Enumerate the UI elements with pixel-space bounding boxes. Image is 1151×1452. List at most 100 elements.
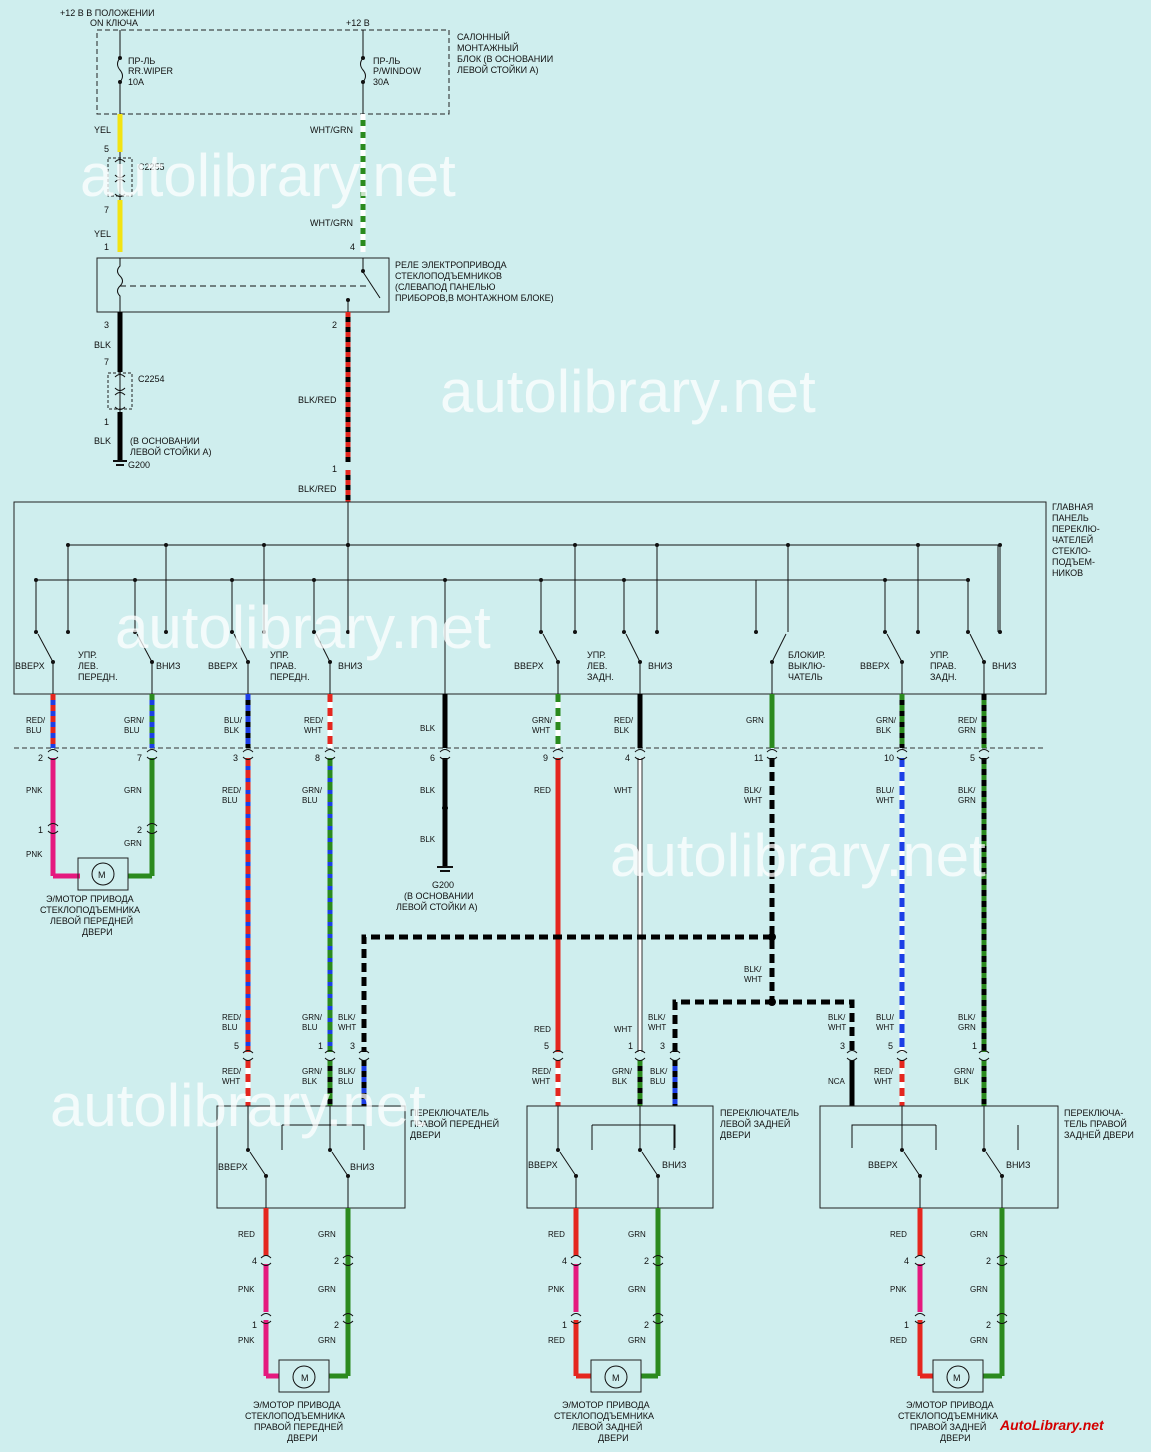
svg-text:BLU: BLU xyxy=(26,726,42,735)
svg-text:PNK: PNK xyxy=(890,1285,907,1294)
junction-dot xyxy=(966,578,970,582)
svg-text:3: 3 xyxy=(350,1041,355,1051)
svg-text:ВНИЗ: ВНИЗ xyxy=(338,661,362,671)
switch-terminal xyxy=(51,660,55,664)
door-switch-1 xyxy=(526,1105,714,1393)
svg-text:4: 4 xyxy=(904,1256,909,1266)
junction-dot xyxy=(539,578,543,582)
c2255-label: C2255 xyxy=(138,162,165,172)
svg-text:2: 2 xyxy=(334,1256,339,1266)
connector-pin xyxy=(570,1255,582,1266)
lock-terminal xyxy=(770,660,774,664)
svg-text:Э/МОТОР ПРИВОДА: Э/МОТОР ПРИВОДА xyxy=(46,894,134,904)
connector-pin xyxy=(914,1255,926,1266)
connector-pin xyxy=(146,823,158,834)
door-terminal xyxy=(328,1148,332,1152)
connector-pin xyxy=(896,1050,908,1061)
svg-text:GRN: GRN xyxy=(958,796,976,805)
svg-text:BLK/: BLK/ xyxy=(744,965,762,974)
svg-text:BLK: BLK xyxy=(94,436,111,446)
svg-text:(В ОСНОВАНИИ: (В ОСНОВАНИИ xyxy=(130,436,200,446)
svg-text:GRN: GRN xyxy=(958,726,976,735)
svg-text:ВНИЗ: ВНИЗ xyxy=(992,661,1016,671)
svg-text:RED/: RED/ xyxy=(222,1067,242,1076)
connector-pin xyxy=(47,823,59,834)
ign-label-2: ON КЛЮЧА xyxy=(90,18,138,28)
switch-terminal xyxy=(638,660,642,664)
svg-text:BLK: BLK xyxy=(420,724,436,733)
fuse2-l3: 30A xyxy=(373,77,389,87)
junction-dot xyxy=(622,578,626,582)
svg-text:GRN: GRN xyxy=(318,1230,336,1239)
svg-text:M: M xyxy=(98,870,106,880)
svg-text:ЛЕВОЙ СТОЙКИ А): ЛЕВОЙ СТОЙКИ А) xyxy=(396,901,478,912)
switch-terminal xyxy=(262,630,266,634)
svg-text:ВВЕРХ: ВВЕРХ xyxy=(15,661,45,671)
svg-text:1: 1 xyxy=(332,464,337,474)
svg-text:ВВЕРХ: ВВЕРХ xyxy=(218,1162,248,1172)
svg-text:BLK/RED: BLK/RED xyxy=(298,395,337,405)
door-terminal xyxy=(246,1148,250,1152)
rf-switch-l1: ПЕРЕКЛЮЧАТЕЛЬ xyxy=(410,1108,489,1118)
door-terminal xyxy=(638,1148,642,1152)
svg-text:BLU/: BLU/ xyxy=(876,1013,895,1022)
svg-text:BLU: BLU xyxy=(222,1023,238,1032)
junction-dot xyxy=(998,543,1002,547)
connector-pin xyxy=(242,1050,254,1061)
connector-pin xyxy=(996,1255,1008,1266)
svg-text:ДВЕРИ: ДВЕРИ xyxy=(598,1433,629,1443)
rr-switch-l1: ПЕРЕКЛЮЧА- xyxy=(1064,1108,1123,1118)
svg-text:УПР.: УПР. xyxy=(78,650,97,660)
svg-text:PNK: PNK xyxy=(548,1285,565,1294)
svg-text:ВНИЗ: ВНИЗ xyxy=(662,1160,686,1170)
switch-blade xyxy=(542,633,559,663)
svg-text:GRN: GRN xyxy=(124,786,142,795)
svg-text:RED: RED xyxy=(534,786,551,795)
connector-pin xyxy=(996,1313,1008,1324)
svg-text:BLK/: BLK/ xyxy=(338,1067,356,1076)
door-terminal xyxy=(982,1148,986,1152)
door-switches xyxy=(47,749,1059,1393)
lock-blade xyxy=(771,633,787,663)
fuse-block: +12 В В ПОЛОЖЕНИИ ON КЛЮЧА +12 В ПР-ЛЬ R… xyxy=(60,8,553,115)
junction-dot xyxy=(573,543,577,547)
fuse2-l2: P/WINDOW xyxy=(373,66,421,76)
svg-text:autolibrary.net: autolibrary.net xyxy=(440,358,816,425)
switch-terminal xyxy=(150,660,154,664)
switch-terminal xyxy=(916,630,920,634)
svg-text:1: 1 xyxy=(972,1041,977,1051)
connector-pin xyxy=(978,749,990,760)
svg-text:WHT: WHT xyxy=(648,1023,666,1032)
svg-text:PNK: PNK xyxy=(238,1285,255,1294)
switch-terminal xyxy=(556,660,560,664)
connector-pin xyxy=(358,1050,370,1061)
svg-text:WHT: WHT xyxy=(744,796,762,805)
svg-text:+12 В: +12 В xyxy=(346,18,370,28)
svg-text:BLU: BLU xyxy=(650,1077,666,1086)
svg-text:WHT: WHT xyxy=(614,1025,632,1034)
svg-text:5: 5 xyxy=(888,1041,893,1051)
switch-terminal xyxy=(246,660,250,664)
svg-text:СТЕКЛОПОДЪЕМНИКА: СТЕКЛОПОДЪЕМНИКА xyxy=(898,1411,998,1421)
svg-text:RED: RED xyxy=(534,1025,551,1034)
wire-wht-grn: WHT/GRN WHT/GRN 4 xyxy=(310,114,366,252)
svg-text:ПАНЕЛЬ: ПАНЕЛЬ xyxy=(1052,513,1089,523)
motor-box xyxy=(278,1359,330,1393)
svg-text:RED: RED xyxy=(238,1230,255,1239)
svg-text:RED/: RED/ xyxy=(614,716,634,725)
svg-text:RED: RED xyxy=(548,1230,565,1239)
junction-dot xyxy=(655,543,659,547)
wire-blk-top: 3 BLK 7 1 BLK xyxy=(94,312,123,460)
junction-dot xyxy=(786,543,790,547)
svg-text:1: 1 xyxy=(104,417,109,427)
svg-text:ДВЕРИ: ДВЕРИ xyxy=(82,927,113,937)
svg-text:BLK/: BLK/ xyxy=(958,786,976,795)
lr-switch-l2: ЛЕВОЙ ЗАДНЕЙ xyxy=(720,1118,790,1129)
lr-switch-l1: ПЕРЕКЛЮЧАТЕЛЬ xyxy=(720,1108,799,1118)
svg-text:BLK: BLK xyxy=(612,1077,628,1086)
svg-text:GRN: GRN xyxy=(970,1336,988,1345)
svg-text:YEL: YEL xyxy=(94,125,111,135)
svg-text:ГЛАВНАЯ: ГЛАВНАЯ xyxy=(1052,502,1093,512)
